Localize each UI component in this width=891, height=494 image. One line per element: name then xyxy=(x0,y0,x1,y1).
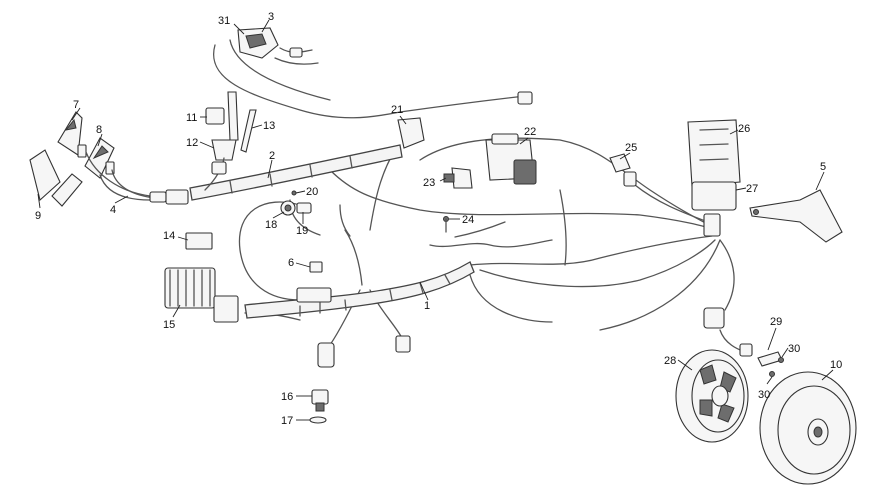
switch-3b xyxy=(289,47,303,58)
callout-29: 29 xyxy=(770,316,782,328)
bracket-5 xyxy=(749,189,843,243)
relay-11 xyxy=(205,107,225,125)
bulb-19 xyxy=(296,202,312,214)
callout-20: 20 xyxy=(306,186,318,198)
callout-6: 6 xyxy=(288,257,294,269)
screw-20 xyxy=(291,190,297,196)
indicator-connector-4 xyxy=(149,191,167,203)
callout-14: 14 xyxy=(163,230,175,242)
spark-plug-23 xyxy=(451,167,473,189)
indicator-8 xyxy=(84,137,115,179)
callout-5: 5 xyxy=(820,161,826,173)
callout-22: 22 xyxy=(524,126,536,138)
leader-lines xyxy=(37,19,834,421)
callout-17: 17 xyxy=(281,415,293,427)
regulator-14-15 xyxy=(164,232,239,323)
fuse-holder-6 xyxy=(296,287,332,303)
indicator-connector-4b xyxy=(165,189,189,205)
top-connector xyxy=(517,91,533,105)
screw-30 xyxy=(769,371,775,377)
callout-31: 31 xyxy=(218,15,230,27)
callout-27: 27 xyxy=(746,183,758,195)
indicator-leads-4 xyxy=(85,151,189,205)
connector-12b xyxy=(211,161,227,175)
sensor-16 xyxy=(311,389,329,405)
callout-3: 3 xyxy=(268,11,274,23)
tie-13 xyxy=(240,109,257,153)
indicator-7 xyxy=(57,111,83,156)
callout-13: 13 xyxy=(263,120,275,132)
stator-28 xyxy=(675,307,784,443)
regulator-connector-15 xyxy=(213,295,239,323)
relay-11-12-13 xyxy=(204,91,257,191)
callout-25: 25 xyxy=(625,142,637,154)
ecu-25-26-27 xyxy=(609,119,843,243)
ecu-holder-27 xyxy=(691,181,737,211)
main-harness xyxy=(244,261,475,319)
fuse-6 xyxy=(309,261,323,273)
pickup-29 xyxy=(739,343,753,357)
ecu-26 xyxy=(687,119,741,187)
stator-grommet xyxy=(703,307,725,329)
regulator-15 xyxy=(164,267,216,309)
connector-12 xyxy=(211,139,237,161)
callout-8: 8 xyxy=(96,124,102,136)
flywheel-10 xyxy=(759,371,857,485)
callout-4: 4 xyxy=(110,204,116,216)
switch-connector xyxy=(395,335,411,353)
upper-harness-2 xyxy=(189,144,403,201)
callout-18: 18 xyxy=(265,219,277,231)
indicator-9b xyxy=(51,173,83,207)
turn-indicators xyxy=(29,111,115,207)
callout-16: 16 xyxy=(281,391,293,403)
ignition-21-22-23 xyxy=(397,117,537,233)
callout-2: 2 xyxy=(269,150,275,162)
callout-24: 24 xyxy=(462,214,474,226)
callout-28: 28 xyxy=(664,355,676,367)
switch-3-31 xyxy=(237,27,533,105)
sensor-16-17 xyxy=(309,335,411,424)
callout-15: 15 xyxy=(163,319,175,331)
ecu-connector xyxy=(703,213,721,237)
callout-numbers: 1 2 3 4 5 6 7 8 9 10 11 12 13 14 15 16 1… xyxy=(35,11,842,427)
callout-21: 21 xyxy=(391,104,403,116)
callout-26: 26 xyxy=(738,123,750,135)
washer-17 xyxy=(309,416,327,424)
switch-13a xyxy=(227,91,239,141)
regulator-14 xyxy=(185,232,213,250)
sensor-25 xyxy=(609,153,631,173)
indicator-9a xyxy=(29,149,61,202)
callout-9: 9 xyxy=(35,210,41,222)
callout-30-lower: 30 xyxy=(758,389,770,401)
sensor-connector-16 xyxy=(317,342,335,368)
callout-7: 7 xyxy=(73,99,79,111)
indicator-bulb-7 xyxy=(77,144,87,158)
callout-11: 11 xyxy=(186,112,197,124)
callout-30-upper: 30 xyxy=(788,343,800,355)
spark-cap-21 xyxy=(397,117,425,149)
callout-19: 19 xyxy=(296,225,308,237)
callout-1: 1 xyxy=(424,300,430,312)
callout-10: 10 xyxy=(830,359,842,371)
callout-12: 12 xyxy=(186,137,198,149)
callout-23: 23 xyxy=(423,177,435,189)
